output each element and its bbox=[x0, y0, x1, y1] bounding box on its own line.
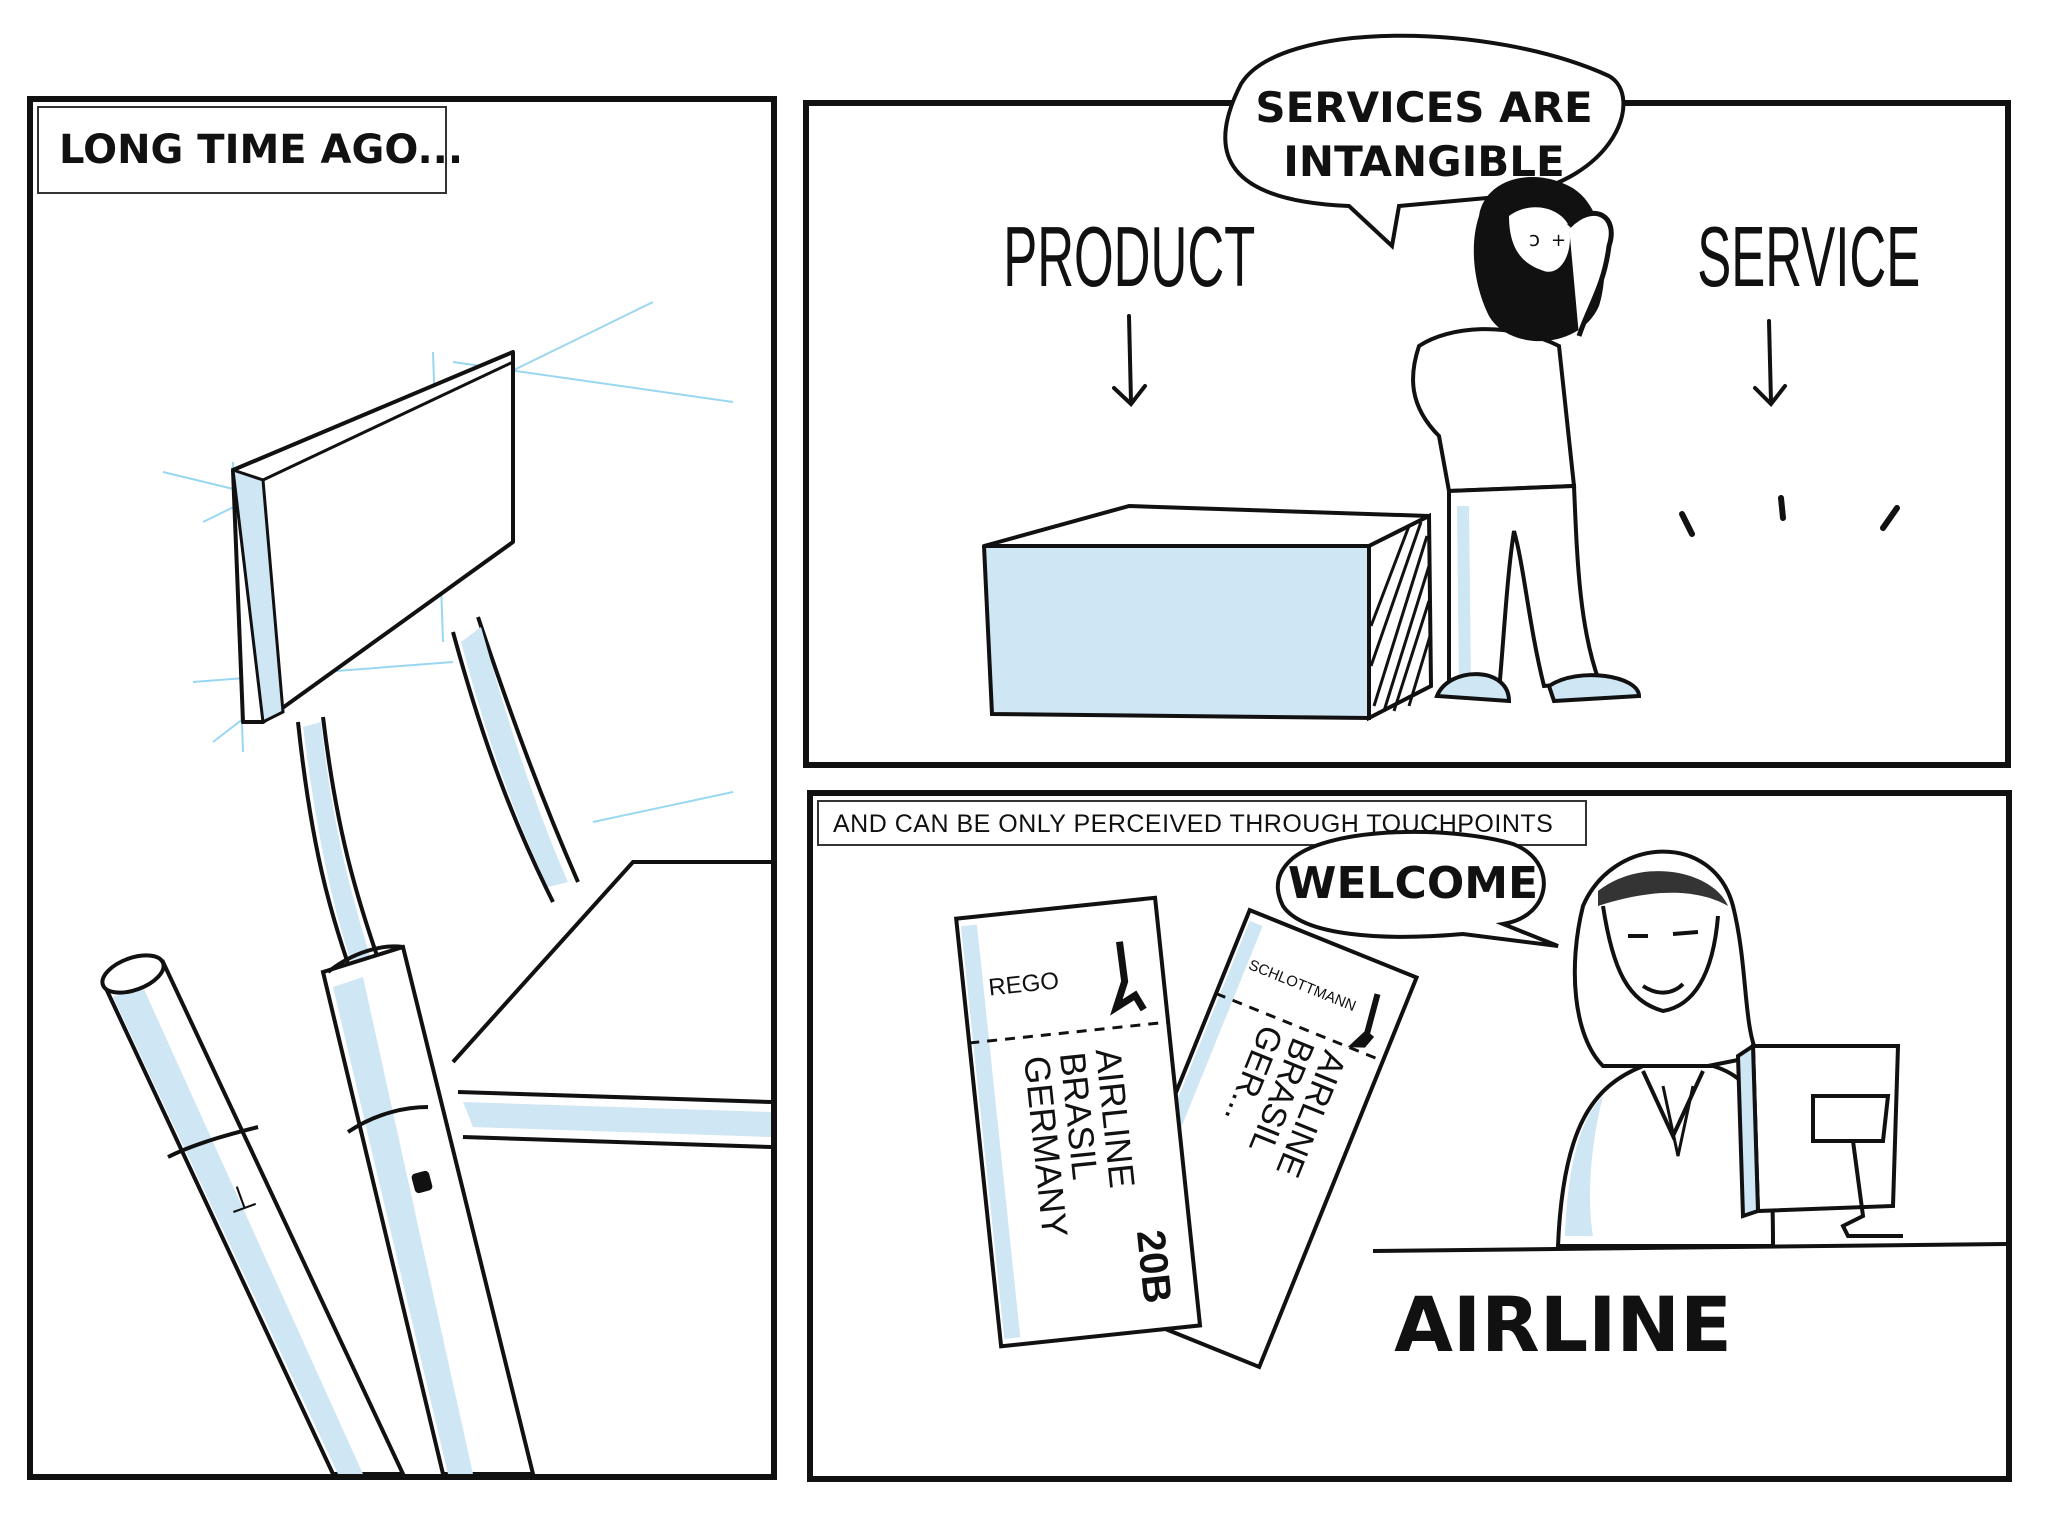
speech-line-1: SERVICES ARE bbox=[1255, 83, 1592, 132]
airline-desk-illustration: WELCOME SCHLOTTMANN AIRLINE BRASIL GER..… bbox=[953, 829, 2007, 1370]
speech-bubble-services: SERVICES ARE INTANGIBLE bbox=[1223, 33, 1626, 250]
product-box-illustration bbox=[982, 504, 1434, 722]
speech-bubble-welcome: WELCOME bbox=[1275, 829, 1559, 948]
computer-monitor-illustration bbox=[1735, 1042, 1903, 1238]
product-label: PRODUCT bbox=[1003, 210, 1255, 305]
product-service-illustration: SERVICES ARE INTANGIBLE PRODUCT SERVICE bbox=[982, 33, 1920, 722]
speech-line-2: INTANGIBLE bbox=[1283, 137, 1564, 186]
panel-long-time-ago: LONG TIME AGO... bbox=[27, 96, 777, 1480]
service-label: SERVICE bbox=[1697, 210, 1920, 305]
boarding-pass-1: REGO AIRLINE BRASIL GERMANY 20B bbox=[953, 895, 1203, 1349]
welcome-text: WELCOME bbox=[1288, 858, 1538, 909]
seat-number: 20B bbox=[1128, 1228, 1179, 1306]
panel-caption: LONG TIME AGO... bbox=[37, 106, 463, 194]
svg-text:+: + bbox=[1551, 230, 1566, 251]
directors-chair-illustration: ⊥ bbox=[100, 301, 772, 1476]
airline-counter-sign: AIRLINE bbox=[1394, 1280, 1732, 1369]
panel-product-vs-service: SERVICES ARE INTANGIBLE PRODUCT SERVICE bbox=[803, 33, 2011, 768]
airline-agent-illustration bbox=[1555, 849, 1776, 1248]
bearded-man-illustration: ↄ + bbox=[1411, 177, 1642, 704]
svg-text:ↄ: ↄ bbox=[1529, 227, 1540, 251]
panel-touchpoints: AND CAN BE ONLY PERCEIVED THROUGH TOUCHP… bbox=[807, 790, 2012, 1482]
